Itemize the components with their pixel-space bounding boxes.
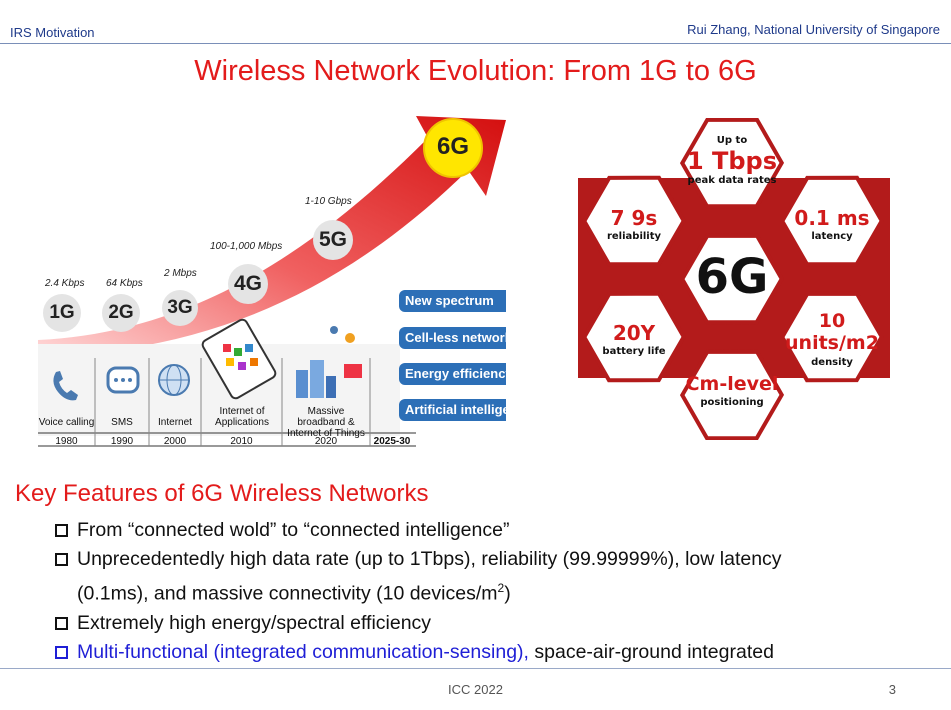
iot-city-icon (296, 326, 362, 398)
label-sms: SMS (111, 417, 133, 428)
rate-1g: 2.4 Kbps (45, 278, 85, 289)
hex-positioning: Cm-level positioning (685, 373, 779, 408)
year-2025-30: 2025-30 (373, 436, 411, 447)
sms-icon (106, 366, 140, 394)
rate-2g: 64 Kbps (106, 278, 143, 289)
checkbox-bullet-icon (55, 553, 68, 566)
year-2000: 2000 (163, 436, 187, 447)
gen-4g: 4G (228, 264, 268, 304)
6g-highlight-circle (423, 118, 483, 178)
year-2010: 2010 (230, 436, 253, 447)
year-1980: 1980 (55, 436, 78, 447)
checkbox-bullet-icon (55, 645, 68, 659)
list-item: Extremely high energy/spectral efficienc… (55, 609, 935, 638)
slide-title: Wireless Network Evolution: From 1G to 6… (194, 55, 757, 87)
tag-new-spectrum: New spectrum (399, 290, 506, 312)
hex-peak-rate: Up to 1 Tbps peak data rates (686, 135, 778, 186)
tag-artificial-intelligence: Artificial intelligence (399, 399, 506, 421)
footer-divider (0, 668, 951, 669)
list-item: From “connected wold” to “connected inte… (55, 516, 935, 545)
growth-arrow (38, 116, 506, 356)
tag-energy-efficiency: Energy efficiency (399, 363, 506, 385)
hexagon-graphic (578, 118, 890, 440)
list-item: Multi-functional (integrated communicati… (55, 638, 935, 667)
hex-center-6g: 6G (695, 249, 769, 305)
rate-4g: 100-1,000 Mbps (210, 241, 283, 252)
hex-reliability: 7 9s reliability (606, 206, 662, 242)
label-massive-broadband: Massive broadband & Internet of Things (287, 406, 365, 439)
evolution-arrow-graphic (38, 116, 506, 447)
header-right: Rui Zhang, National University of Singap… (687, 22, 940, 37)
features-heading: Key Features of 6G Wireless Networks (15, 480, 429, 507)
tag-cell-less: Cell-less networks (399, 327, 506, 349)
rate-5g: 1-10 Gbps (305, 196, 352, 207)
list-item: Unprecedentedly high data rate (up to 1T… (55, 545, 935, 609)
hex-battery-life: 20Y battery life (602, 321, 666, 357)
gen-2g: 2G (102, 294, 140, 332)
hex-latency: 0.1 ms latency (794, 206, 870, 242)
gen-6g: 6G (436, 133, 469, 160)
globe-icon (158, 364, 190, 396)
page-number: 3 (888, 682, 896, 697)
checkbox-bullet-icon (55, 524, 68, 537)
label-voice-calling: Voice calling (38, 417, 95, 428)
gen-5g: 5G (313, 220, 353, 260)
features-list: From “connected wold” to “connected inte… (55, 516, 935, 667)
year-2020: 2020 (314, 436, 338, 447)
header-left: IRS Motivation (10, 25, 95, 40)
smartphone-apps-icon (201, 318, 277, 400)
checkbox-bullet-icon (55, 616, 68, 630)
gen-1g: 1G (43, 294, 81, 332)
footer-conference: ICC 2022 (448, 682, 503, 697)
evolution-figure: 6G 5G 4G 3G 2G 1G 1-10 Gbps 100-1,000 Mb… (38, 108, 506, 453)
rate-3g: 2 Mbps (164, 268, 197, 279)
year-1990: 1990 (110, 436, 134, 447)
label-internet-of-applications: Internet of Applications (215, 406, 269, 428)
header-divider (0, 43, 951, 44)
label-internet: Internet (158, 417, 192, 428)
gen-3g: 3G (162, 290, 198, 326)
hex-density: 10 units/m2 density (785, 310, 879, 368)
6g-kpi-hexagons: Up to 1 Tbps peak data rates 7 9s reliab… (568, 118, 898, 440)
phone-icon (53, 371, 78, 401)
